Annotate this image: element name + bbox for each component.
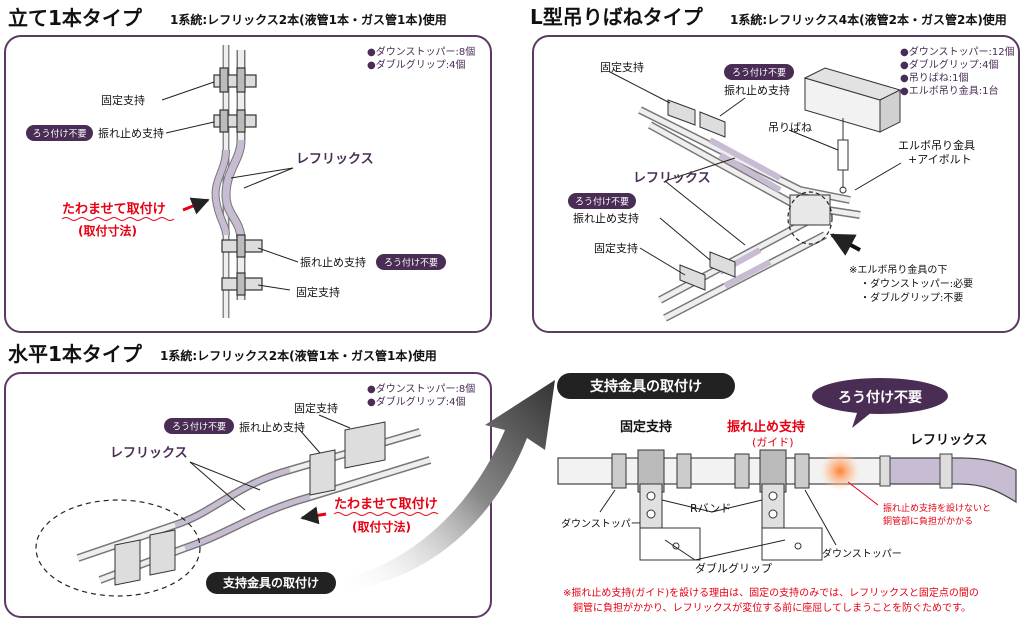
lshape-badge-mid: ろう付け不要 [568,193,636,209]
detail-stress-glow [820,451,860,491]
detail-label-downstopper-left: ダウンストッパー [561,517,641,530]
panel-vertical-frame [4,35,492,333]
vertical-badge-top: ろう付け不要 [26,125,93,141]
detail-label-reflex: レフリックス [910,433,988,448]
panel-vertical: 立て1本タイプ 1系統:レフリックス2本(液管1本・ガス管1本)使用 ●ダウンス… [4,6,492,333]
lshape-beam [803,67,902,133]
vertical-badge-bottom-text: ろう付け不要 [384,258,438,269]
lshape-label-elbow-2: +アイボルト [908,153,972,166]
detail-antivib-support [734,449,823,561]
panel-horizontal-title: 水平1本タイプ [8,342,143,366]
detail-pipe [557,451,1017,504]
vertical-label-antivib-bottom: 振れ止め支持 [300,255,366,269]
horizontal-bend-wave [333,512,439,516]
vertical-label-antivib-top: 振れ止め支持 [98,126,164,140]
horizontal-badge-text: ろう付け不要 [172,422,226,433]
horizontal-label-fixed: 固定支持 [294,401,338,415]
detail-label-rband: Rバンド [690,502,731,515]
vertical-brackets [213,67,263,296]
lshape-note-2: ・ダウンストッパー:必要 [860,277,973,290]
panel-lshape-title: L型吊りばねタイプ [530,5,704,29]
panel-horizontal-subtitle: 1系統:レフリックス2本(液管1本・ガス管1本)使用 [160,348,437,363]
detail-label-downstopper-right: ダウンストッパー [822,547,902,560]
detail-leaders [599,481,879,561]
vertical-badge-bottom: ろう付け不要 [376,254,446,270]
panel-vertical-part-2: ●ダブルグリップ:4個 [367,58,465,71]
horizontal-label-reflex: レフリックス [110,446,188,461]
vertical-bend-sub: (取付寸法) [78,223,137,238]
big-connector-arrow [340,380,555,592]
horizontal-leaders [189,414,351,511]
lshape-badge-top-text: ろう付け不要 [732,68,786,79]
detail-label-fixed: 固定支持 [620,419,672,435]
detail-fixed-support [611,449,701,561]
horizontal-mount-tag: 支持金具の取付け [206,572,336,594]
lshape-label-elbow-1: エルボ吊り金具 [898,138,975,152]
lshape-label-fixed-top: 固定支持 [600,60,644,74]
horizontal-brackets [114,421,386,586]
panel-vertical-title: 立て1本タイプ [8,6,143,30]
detail-warn-2: 銅管部に負担がかかる [883,515,973,527]
panel-horizontal: 水平1本タイプ 1系統:レフリックス2本(液管1本・ガス管1本)使用 ●ダウンス… [4,342,492,618]
panel-lshape-part-3: ●吊りばね:1個 [900,71,968,84]
lshape-label-spring: 吊りばね [768,121,812,134]
horizontal-badge: ろう付け不要 [164,418,234,434]
lshape-label-fixed-bottom: 固定支持 [594,241,638,255]
panel-lshape: L型吊りばねタイプ 1系統:レフリックス4本(液管2本・ガス管2本)使用 ●ダウ… [530,5,1020,333]
panel-horizontal-part-1: ●ダウンストッパー:8個 [367,382,475,395]
panel-horizontal-part-2: ●ダブルグリップ:4個 [367,395,465,408]
panel-lshape-subtitle: 1系統:レフリックス4本(液管2本・ガス管2本)使用 [730,12,1007,27]
detail-label-antivib: 振れ止め支持 [727,419,805,435]
vertical-label-reflex: レフリックス [296,152,374,167]
lshape-spring [837,118,849,194]
vertical-bend-wave [61,217,175,221]
detail-title-text: 支持金具の取付け [589,378,702,395]
detail-label-guide: (ガイド) [752,436,794,449]
vertical-label-fixed-bottom: 固定支持 [296,285,340,299]
horizontal-mount-tag-text: 支持金具の取付け [222,575,319,590]
lshape-label-antivib-top: 振れ止め支持 [724,83,790,97]
vertical-badge-top-text: ろう付け不要 [32,129,86,140]
horizontal-label-antivib: 振れ止め支持 [239,420,305,434]
panel-vertical-subtitle: 1系統:レフリックス2本(液管1本・ガス管1本)使用 [170,12,447,27]
lshape-pipes [638,106,861,322]
lshape-label-reflex: レフリックス [633,171,711,186]
lshape-leaders [609,71,902,276]
detail-label-doublegrip: ダブルグリップ [695,561,772,575]
panel-lshape-part-4: ●エルボ吊り金具:1台 [900,84,998,97]
horizontal-focus-ring [35,499,201,597]
detail-title-tag: 支持金具の取付け [557,373,735,399]
horizontal-bend-sub: (取付寸法) [352,519,411,534]
lshape-badge-mid-text: ろう付け不要 [575,197,629,208]
detail-bubble-text: ろう付け不要 [838,389,922,406]
lshape-note-1: ※エルボ吊り金具の下 [849,263,947,276]
detail-warn-1: 振れ止め支持を設けないと [883,502,991,514]
detail-section: 支持金具の取付け ろう付け不要 固定支持 振れ止め支持 (ガイド) レフリックス [557,373,1017,614]
lshape-focus-ring [787,191,833,245]
vertical-label-fixed-top: 固定支持 [101,93,145,107]
detail-bubble: ろう付け不要 [812,378,948,428]
vertical-bend-arrow [182,197,210,215]
panel-lshape-part-1: ●ダウンストッパー:12個 [900,45,1015,58]
lshape-label-antivib-mid: 振れ止め支持 [573,211,639,225]
vertical-bend-label: たわませて取付け [62,201,166,217]
detail-footnote-2: 銅管に負担がかかり、レフリックスが変位する前に座屈してしまうことを防ぐためです。 [573,601,971,614]
lshape-note-3: ・ダブルグリップ:不要 [860,291,963,304]
lshape-brackets [667,99,831,291]
lshape-focus-arrow [829,233,861,256]
panel-vertical-part-1: ●ダウンストッパー:8個 [367,45,475,58]
lshape-badge-top: ろう付け不要 [724,64,794,80]
panel-lshape-part-2: ●ダブルグリップ:4個 [900,58,998,71]
vertical-leaders [161,81,299,291]
horizontal-bend-label: たわませて取付け [334,496,438,512]
horizontal-bend-arrow [300,506,327,525]
detail-footnote-1: ※振れ止め支持(ガイド)を設ける理由は、固定の支持のみでは、レフリックスと固定点… [563,586,979,599]
